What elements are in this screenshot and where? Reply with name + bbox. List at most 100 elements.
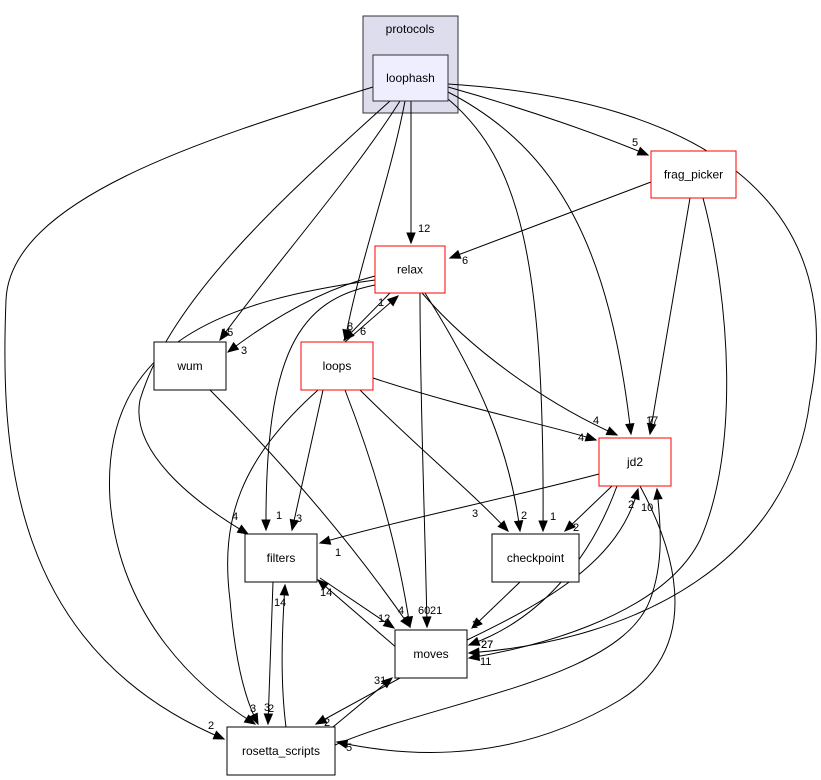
edge-count-label[interactable]: 8 <box>347 321 353 333</box>
edge-frag_picker-to-moves[interactable]: 11 <box>467 197 728 668</box>
edge-line <box>344 100 406 341</box>
edge-count-label[interactable]: 5 <box>346 742 352 754</box>
arrowhead-icon <box>263 713 274 726</box>
edge-relax-to-checkpoint[interactable]: 2 <box>424 292 527 533</box>
edge-count-label[interactable]: 12 <box>418 223 430 235</box>
edge-loops-to-jd2[interactable]: 4 <box>372 377 598 444</box>
edge-count-label[interactable]: 3 <box>472 508 478 520</box>
edge-filters-to-moves[interactable]: 12 <box>319 577 396 629</box>
edge-count-label[interactable]: 1 <box>550 511 556 523</box>
edge-count-label[interactable]: 11 <box>480 656 491 668</box>
node-frag-picker[interactable]: frag_picker <box>650 150 737 199</box>
arrowhead-icon <box>243 714 257 725</box>
edge-frag_picker-to-relax[interactable]: 6 <box>448 181 652 267</box>
node-moves[interactable]: moves <box>394 629 468 679</box>
edge-line <box>319 473 600 544</box>
edge-count-label[interactable]: 1 <box>335 547 341 559</box>
node-jd2[interactable]: jd2 <box>598 437 672 487</box>
edge-checkpoint-to-moves[interactable]: 2 <box>471 581 521 631</box>
arrowhead-icon <box>289 518 299 532</box>
edge-loophash-to-frag_picker[interactable]: 5 <box>447 86 650 156</box>
edge-count-label[interactable]: 3 <box>264 702 270 714</box>
edge-count-label[interactable]: 31 <box>374 675 386 687</box>
edge-count-label[interactable]: 5 <box>632 137 638 149</box>
edge-loophash-to-checkpoint[interactable]: 1 <box>447 98 556 533</box>
edge-line <box>447 91 632 435</box>
edge-count-label[interactable]: 12 <box>378 613 390 625</box>
node-box <box>491 533 580 583</box>
edge-count-label[interactable]: 27 <box>481 639 493 651</box>
edge-line <box>344 389 411 628</box>
arrowhead-icon <box>386 295 400 307</box>
edge-count-label[interactable]: 1 <box>378 297 384 309</box>
edge-count-label[interactable]: 2 <box>324 717 330 729</box>
edge-rosetta_scripts-to-filters[interactable]: 14 <box>274 583 290 728</box>
edge-relax-to-jd2[interactable]: 4 <box>421 292 619 436</box>
edge-count-label[interactable]: 27 <box>481 639 493 651</box>
edge-count-label[interactable]: 4 <box>593 415 599 427</box>
edge-loops-to-checkpoint[interactable]: 3 <box>359 389 509 532</box>
edge-loops-to-moves[interactable]: 60 <box>344 389 430 629</box>
edge-relax-to-moves[interactable]: 21 <box>419 292 442 629</box>
node-checkpoint[interactable]: checkpoint <box>491 533 580 583</box>
node-rosetta-scripts[interactable]: rosetta_scripts <box>226 726 336 776</box>
edge-loops-to-relax[interactable]: 1 <box>344 295 400 343</box>
edge-count-label[interactable]: 3 <box>250 703 256 715</box>
edge-filters-to-rosetta_scripts[interactable]: 2 <box>263 581 274 726</box>
edge-count-label[interactable]: 7 <box>648 415 654 427</box>
edge-moves-to-filters[interactable]: 14 <box>316 579 406 656</box>
edge-loophash-to-rosetta_scripts[interactable]: 2 <box>4 86 374 740</box>
edge-loops-to-filters[interactable]: 3 <box>289 389 324 532</box>
node-relax[interactable]: relax <box>374 245 446 294</box>
edge-count-label[interactable]: 10 <box>641 502 653 514</box>
edge-jd2-to-checkpoint[interactable]: 2 <box>564 485 613 534</box>
edge-count-label[interactable]: 4 <box>578 432 584 444</box>
arrowhead-icon <box>279 583 290 596</box>
edge-count-label[interactable]: 1 <box>276 510 282 522</box>
edge-wum-to-moves[interactable]: 4 <box>209 389 411 629</box>
edge-count-label[interactable]: 2 <box>573 522 579 534</box>
edge-count-label[interactable]: 2 <box>472 619 478 631</box>
edge-jd2-to-filters[interactable]: 1 <box>318 473 600 559</box>
node-loops[interactable]: loops <box>300 341 374 391</box>
edge-count-label[interactable]: 14 <box>320 587 332 599</box>
edge-count-label[interactable]: 21 <box>430 605 442 617</box>
edge-jd2-to-moves[interactable]: 27 <box>467 485 618 651</box>
edge-loops-to-rosetta_scripts[interactable]: 3 <box>227 389 319 726</box>
edge-count-label[interactable]: 4 <box>232 511 238 523</box>
node-wum[interactable]: wum <box>153 341 227 391</box>
edge-count-label[interactable]: 2 <box>268 703 274 715</box>
edge-count-label[interactable]: 6 <box>462 255 468 267</box>
edge-count-label[interactable]: 4 <box>398 605 404 617</box>
edge-count-label[interactable]: 6 <box>360 326 366 338</box>
edge-loophash-to-wum[interactable]: 15 <box>219 100 401 342</box>
edge-count-label[interactable]: 2 <box>208 720 214 732</box>
edge-loophash-to-loops[interactable]: 8 <box>342 100 406 342</box>
edge-count-label[interactable]: 3 <box>296 513 302 525</box>
node-label: loophash <box>386 71 435 85</box>
edge-relax-to-wum[interactable]: 3 <box>226 275 376 357</box>
edge-relax-to-rosetta_scripts[interactable]: 3 <box>108 279 376 725</box>
edge-count-label[interactable]: 14 <box>274 597 286 609</box>
edge-count-label[interactable]: 15 <box>221 327 233 339</box>
edge-line <box>372 377 597 441</box>
edge-line <box>319 577 395 629</box>
edge-count-label[interactable]: 2 <box>628 499 634 511</box>
arrowhead-icon <box>653 487 663 500</box>
edge-loophash-to-jd2[interactable]: 17 <box>447 91 658 436</box>
node-loophash[interactable]: loophash <box>372 54 449 102</box>
edge-count-label[interactable]: 60 <box>418 605 430 617</box>
edge-jd2-to-rosetta_scripts[interactable]: 5 <box>335 485 676 754</box>
edge-relax-to-filters[interactable]: 1 <box>261 284 376 532</box>
edge-frag_picker-to-jd2[interactable]: 7 <box>647 197 691 436</box>
node-label: filters <box>267 551 296 565</box>
node-filters[interactable]: filters <box>244 533 318 583</box>
edge-loophash-to-filters[interactable]: 4 <box>138 100 391 535</box>
edge-loophash-to-relax[interactable]: 12 <box>406 101 430 245</box>
edge-count-label[interactable]: 2 <box>521 510 527 522</box>
edge-count-label[interactable]: 3 <box>241 345 247 357</box>
edge-rosetta_scripts-to-moves[interactable]: 31 <box>332 675 394 728</box>
edge-relax-to-loops[interactable]: 6 <box>343 292 391 341</box>
edge-rosetta_scripts-to-jd2[interactable]: 10 <box>334 487 663 746</box>
